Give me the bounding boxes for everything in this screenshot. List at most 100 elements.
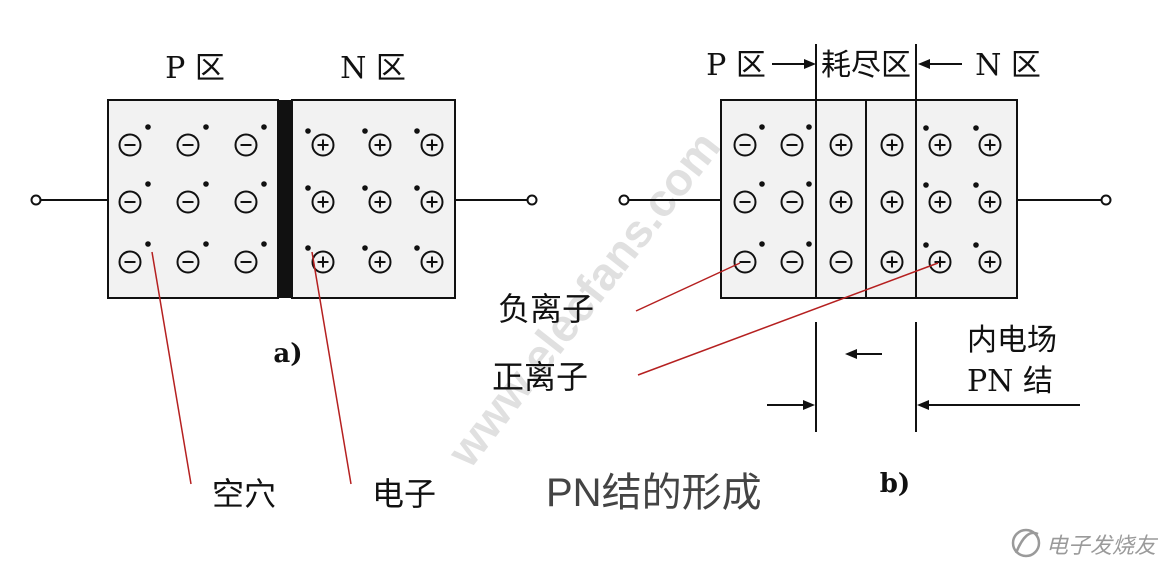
b-positive-ion-1-2 [978, 250, 1002, 274]
a-caption: a) [273, 339, 302, 369]
a-hole-2-2 [261, 241, 267, 247]
a-electron-2-2 [414, 245, 420, 251]
a-positive-ion-2-2 [420, 250, 444, 274]
b-electron-1-2 [973, 242, 979, 248]
electron-leader [311, 251, 352, 485]
a-negative-ion-2-0 [234, 133, 258, 157]
brand-logo-mark [1011, 528, 1041, 558]
b-electron-0-1 [923, 182, 929, 188]
b-p-region-label: P 区 [706, 48, 766, 83]
a-positive-ion-2-1 [420, 190, 444, 214]
diagram-a: P 区 N 区 a) [30, 51, 538, 369]
a-positive-ion-0-2 [311, 250, 335, 274]
b-caption: b) [880, 469, 910, 499]
a-electron-1-2 [362, 245, 368, 251]
b-negative-ion-0-0 [733, 133, 757, 157]
b-electron-0-0 [923, 125, 929, 131]
b-negative-ion-0-2 [733, 250, 757, 274]
a-positive-ion-0-1 [311, 190, 335, 214]
a-hole-1-2 [203, 241, 209, 247]
a-positive-ion-2-0 [420, 133, 444, 157]
a-negative-ion-0-1 [118, 190, 142, 214]
b-depletion-right-ion-1 [880, 190, 904, 214]
a-electron-2-1 [414, 185, 420, 191]
a-left-terminal [30, 194, 42, 206]
b-hole-1-1 [806, 181, 812, 187]
b-positive-ion-1-0 [978, 133, 1002, 157]
a-hole-0-0 [145, 124, 151, 130]
b-negative-ion-1-1 [780, 190, 804, 214]
b-negative-ion-1-2 [780, 250, 804, 274]
a-electron-0-0 [305, 128, 311, 134]
b-hole-1-0 [806, 124, 812, 130]
negative-ion-label: 负离子 [498, 291, 594, 327]
b-inner-field-label: 内电场 [967, 323, 1057, 358]
b-positive-ion-0-0 [928, 133, 952, 157]
diagram-b: P 区 耗尽区 N 区 内电场 PN 结 b) [618, 44, 1112, 499]
a-positive-ion-1-0 [368, 133, 392, 157]
b-hole-0-1 [759, 181, 765, 187]
a-ions [118, 124, 444, 274]
positive-ion-leader [637, 262, 939, 376]
b-depletion-label: 耗尽区 [821, 48, 911, 83]
hole-leader [151, 251, 192, 485]
a-electron-1-1 [362, 185, 368, 191]
b-depletion-left-ion-1 [829, 190, 853, 214]
a-p-region-label: P 区 [165, 51, 225, 86]
b-semiconductor-block [720, 99, 1018, 299]
b-electron-1-1 [973, 182, 979, 188]
b-junction-arrow-left-head [803, 400, 815, 410]
b-electron-0-2 [923, 242, 929, 248]
b-hole-0-0 [759, 124, 765, 130]
a-hole-0-1 [145, 181, 151, 187]
brand-logo-swoosh [1014, 531, 1039, 554]
b-depletion-right-ion-0 [880, 133, 904, 157]
b-depletion-right-ion-2 [880, 250, 904, 274]
b-electron-1-0 [973, 125, 979, 131]
a-hole-2-1 [261, 181, 267, 187]
diagram-title: PN结的形成 [546, 471, 762, 515]
a-negative-ion-2-2 [234, 250, 258, 274]
b-p-arrow-head [804, 59, 816, 69]
brand-logo: 电子发烧友 [1011, 528, 1158, 558]
b-right-terminal [1100, 194, 1112, 206]
negative-ion-leader [635, 262, 741, 312]
a-negative-ion-0-0 [118, 133, 142, 157]
a-negative-ion-1-1 [176, 190, 200, 214]
b-positive-ion-0-2 [928, 250, 952, 274]
b-field-arrow-head [845, 349, 857, 359]
b-left-terminal [618, 194, 630, 206]
b-negative-ion-1-0 [780, 133, 804, 157]
b-positive-ion-1-1 [978, 190, 1002, 214]
b-pn-junction-label: PN 结 [967, 364, 1053, 399]
a-hole-1-1 [203, 181, 209, 187]
a-hole-2-0 [261, 124, 267, 130]
b-junction-arrow-right-head [917, 400, 929, 410]
b-hole-1-2 [806, 241, 812, 247]
a-electron-0-2 [305, 245, 311, 251]
a-positive-ion-1-2 [368, 250, 392, 274]
a-negative-ion-1-2 [176, 250, 200, 274]
a-electron-2-0 [414, 128, 420, 134]
electron-label: 电子 [372, 476, 436, 512]
b-depletion-left-ion-0 [829, 133, 853, 157]
a-negative-ion-0-2 [118, 250, 142, 274]
a-electron-0-1 [305, 185, 311, 191]
b-hole-0-2 [759, 241, 765, 247]
a-negative-ion-2-1 [234, 190, 258, 214]
b-positive-ion-0-1 [928, 190, 952, 214]
a-n-region-label: N 区 [340, 51, 406, 86]
brand-logo-text: 电子发烧友 [1046, 533, 1158, 558]
a-right-terminal [526, 194, 538, 206]
a-positive-ion-1-1 [368, 190, 392, 214]
a-positive-ion-0-0 [311, 133, 335, 157]
b-n-region-label: N 区 [975, 48, 1041, 83]
b-negative-ion-0-1 [733, 190, 757, 214]
a-hole-0-2 [145, 241, 151, 247]
a-junction-barrier [278, 100, 292, 298]
a-electron-1-0 [362, 128, 368, 134]
b-ions [733, 124, 1002, 274]
a-negative-ion-1-0 [176, 133, 200, 157]
a-hole-1-0 [203, 124, 209, 130]
